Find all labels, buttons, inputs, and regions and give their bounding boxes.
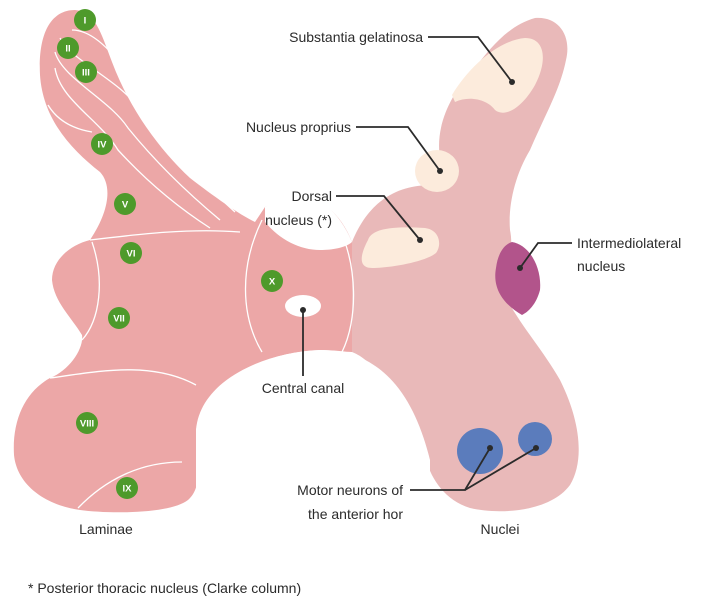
substantia-gelatinosa-label: Substantia gelatinosa	[289, 29, 423, 45]
motor-neurons-label-line1: Motor neurons of	[297, 482, 403, 498]
motor-neuron-cluster-1	[457, 428, 503, 474]
svg-text:II: II	[65, 44, 70, 55]
lamina-marker-vii: VII	[108, 307, 130, 329]
intermediolateral-label-line2: nucleus	[577, 258, 625, 274]
svg-text:VI: VI	[127, 249, 136, 260]
central-canal-label: Central canal	[262, 380, 345, 396]
lamina-marker-viii: VIII	[76, 412, 98, 434]
motor-neuron-cluster-2	[518, 422, 552, 456]
lamina-marker-i: I	[74, 9, 96, 31]
svg-text:VII: VII	[113, 314, 125, 325]
svg-text:III: III	[82, 68, 90, 79]
lamina-marker-v: V	[114, 193, 136, 215]
footnote: * Posterior thoracic nucleus (Clarke col…	[28, 580, 301, 596]
svg-text:I: I	[84, 16, 87, 27]
lamina-marker-vi: VI	[120, 242, 142, 264]
nuclei-label: Nuclei	[481, 521, 520, 537]
motor-neurons-label-line2: the anterior hor	[308, 506, 403, 522]
dorsal-nucleus-label-line1: Dorsal	[292, 188, 332, 204]
svg-text:VIII: VIII	[80, 419, 94, 430]
laminae-label: Laminae	[79, 521, 133, 537]
lamina-marker-x: X	[261, 270, 283, 292]
svg-text:V: V	[122, 200, 129, 211]
lamina-marker-iii: III	[75, 61, 97, 83]
svg-text:X: X	[269, 277, 276, 288]
dorsal-nucleus-label-line2: nucleus (*)	[265, 212, 332, 228]
lamina-marker-iv: IV	[91, 133, 113, 155]
svg-text:IX: IX	[123, 484, 133, 495]
nucleus-proprius-label: Nucleus proprius	[246, 119, 351, 135]
lamina-marker-ix: IX	[116, 477, 138, 499]
intermediolateral-label-line1: Intermediolateral	[577, 235, 681, 251]
lamina-marker-ii: II	[57, 37, 79, 59]
svg-text:IV: IV	[98, 140, 108, 151]
